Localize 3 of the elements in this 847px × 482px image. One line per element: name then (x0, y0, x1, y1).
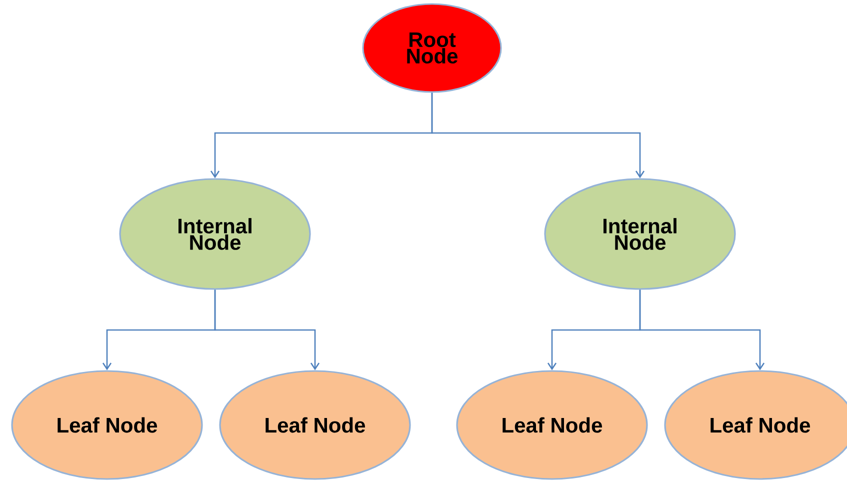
arrow (639, 290, 765, 370)
arrow (431, 92, 645, 178)
arrow (214, 290, 320, 370)
